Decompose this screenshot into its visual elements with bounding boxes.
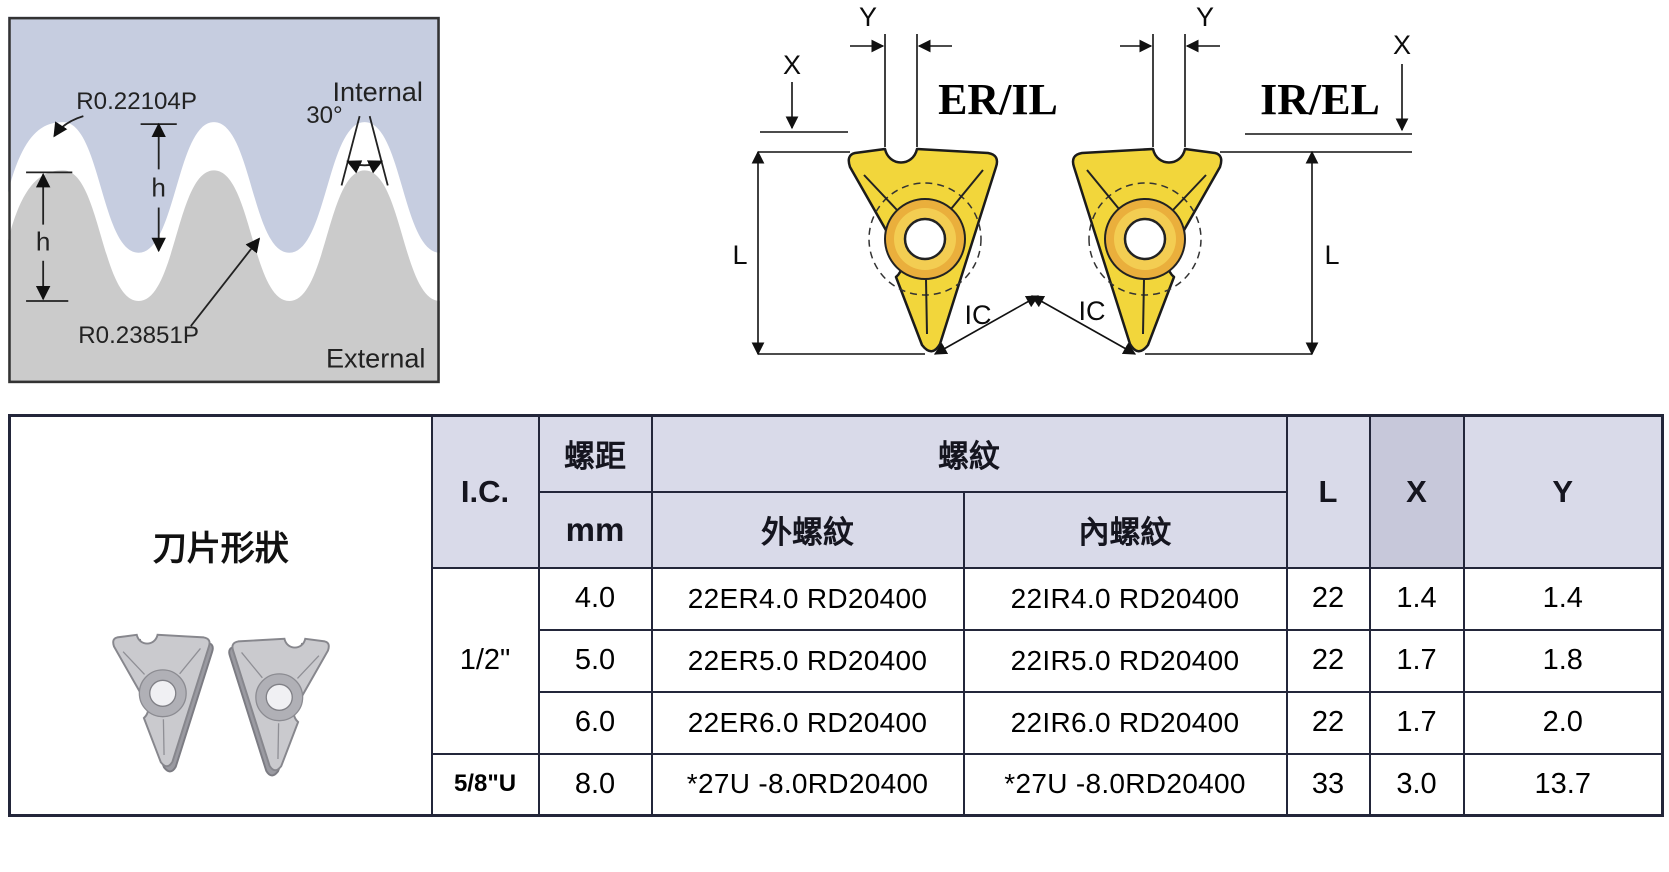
cell-r2-y: 1.8: [1462, 628, 1664, 693]
right-IC-dim: [1030, 295, 1137, 355]
header-pitch-unit: mm: [537, 490, 653, 569]
cell-r3-pitch: 6.0: [537, 690, 653, 755]
cell-r4-pitch: 8.0: [537, 752, 653, 817]
header-pitch: 螺距: [537, 414, 653, 493]
left-IC-dim: [933, 295, 1040, 355]
cell-r1-external: 22ER4.0 RD20400: [650, 566, 965, 631]
header-thread-internal: 內螺紋: [962, 490, 1288, 569]
internal-label: Internal: [332, 76, 422, 107]
cell-r3-y: 2.0: [1462, 690, 1664, 755]
gray-insert-left: [113, 635, 213, 772]
ic-value-five-eighth: 5/8"U: [430, 752, 540, 817]
insert-shape-cell: 刀片形狀: [8, 414, 433, 817]
er-il-label: ER/IL: [938, 75, 1058, 124]
insert-photo: [11, 600, 431, 782]
left-X-label: X: [783, 50, 801, 80]
table-row: 1/2" 4.0 22ER4.0 RD20400 22IR4.0 RD20400…: [10, 566, 1664, 755]
right-L-label: L: [1324, 240, 1339, 270]
spec-table: 刀片形狀: [8, 414, 1664, 817]
angle-line-right: [368, 115, 389, 186]
right-IC-label: IC: [1079, 296, 1106, 326]
thread-profile-diagram: R0.22104P 30° h h R0.23851P Internal Ext…: [8, 16, 440, 384]
cell-r2-external: 22ER5.0 RD20400: [650, 628, 965, 693]
h-internal-label: h: [151, 172, 166, 202]
cell-r4-l: 33: [1285, 752, 1371, 817]
cell-r4-external: *27U -8.0RD20400: [650, 752, 965, 817]
cell-r2-pitch: 5.0: [537, 628, 653, 693]
cell-r3-external: 22ER6.0 RD20400: [650, 690, 965, 755]
left-L-label: L: [732, 240, 747, 270]
right-Y-label: Y: [1196, 2, 1214, 32]
insert-shape-title: 刀片形狀: [152, 530, 289, 568]
header-y: Y: [1462, 414, 1664, 569]
cell-r4-x: 3.0: [1368, 752, 1465, 817]
thread-profile-svg: R0.22104P 30° h h R0.23851P Internal Ext…: [8, 16, 440, 384]
inserts-svg: ER/IL IR/EL L X Y IC L X Y IC: [732, 2, 1412, 356]
table-row: 6.0 22ER6.0 RD20400 22IR6.0 RD20400 22 1…: [10, 690, 1664, 755]
header-x: X: [1368, 414, 1465, 569]
left-Y-label: Y: [859, 2, 877, 32]
right-X-label: X: [1393, 30, 1411, 60]
cell-r2-l: 22: [1285, 628, 1371, 693]
inserts-diagram: ER/IL IR/EL L X Y IC L X Y IC: [700, 2, 1660, 400]
radius-bottom-label: R0.23851P: [78, 322, 199, 349]
cell-r2-internal: 22IR5.0 RD20400: [962, 628, 1288, 693]
spec-table-wrap: 刀片形狀: [8, 414, 1664, 817]
table-row: 5/8"U 8.0 *27U -8.0RD20400 *27U -8.0RD20…: [10, 752, 1664, 817]
header-thread-external: 外螺紋: [650, 490, 965, 569]
cell-r3-l: 22: [1285, 690, 1371, 755]
internal-thread-region: [8, 16, 440, 253]
diagram-frame: [8, 16, 440, 384]
radius-top-label: R0.22104P: [76, 88, 197, 115]
external-thread-region: [8, 170, 440, 384]
angle-arc: [346, 160, 384, 174]
cell-r3-x: 1.7: [1368, 690, 1465, 755]
h-external-label: h: [36, 227, 51, 257]
cell-r2-x: 1.7: [1368, 628, 1465, 693]
ic-value-half-inch: 1/2": [430, 566, 540, 755]
external-label: External: [326, 342, 425, 373]
ir-el-label: IR/EL: [1260, 75, 1380, 124]
cell-r1-l: 22: [1285, 566, 1371, 631]
radius-bottom-leader: [190, 237, 261, 327]
cell-r1-y: 1.4: [1462, 566, 1664, 631]
cell-r1-internal: 22IR4.0 RD20400: [962, 566, 1288, 631]
header-thread: 螺紋: [650, 414, 1288, 493]
left-IC-label: IC: [965, 300, 992, 330]
cell-r4-internal: *27U -8.0RD20400: [962, 752, 1288, 817]
cell-r1-x: 1.4: [1368, 566, 1465, 631]
header-l: L: [1285, 414, 1371, 569]
cell-r1-pitch: 4.0: [537, 566, 653, 631]
angle-line-left: [340, 115, 361, 186]
angle-label: 30°: [306, 102, 342, 129]
annotations: [26, 115, 389, 327]
insert-dimension-lines: [751, 34, 1412, 356]
table-row: 5.0 22ER5.0 RD20400 22IR5.0 RD20400 22 1…: [10, 628, 1664, 693]
gray-insert-right: [229, 639, 329, 776]
cell-r3-internal: 22IR6.0 RD20400: [962, 690, 1288, 755]
radius-top-leader: [53, 115, 84, 138]
header-ic: I.C.: [430, 414, 540, 569]
cell-r4-y: 13.7: [1462, 752, 1664, 817]
